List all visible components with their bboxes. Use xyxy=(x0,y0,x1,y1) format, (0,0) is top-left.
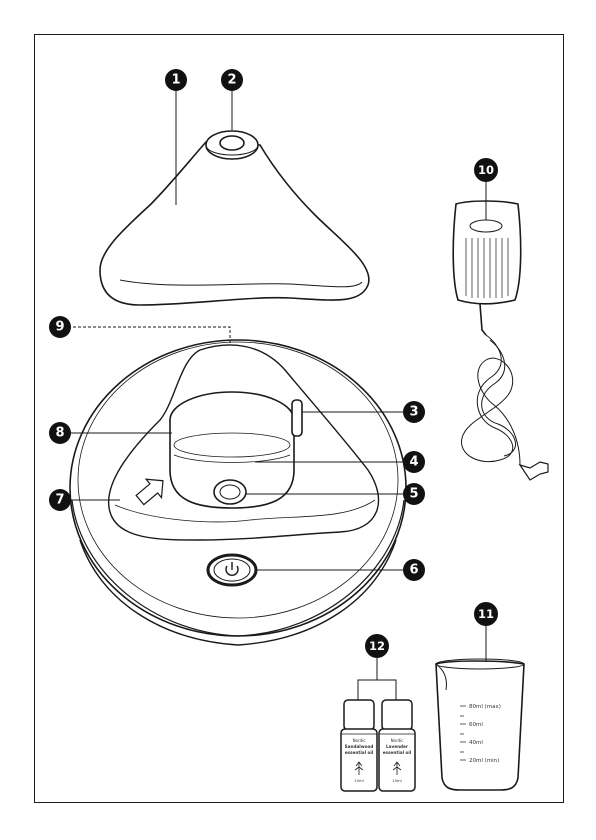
svg-text:4: 4 xyxy=(409,455,418,470)
power-adapter xyxy=(453,201,548,480)
callout-5: 5 xyxy=(403,483,425,505)
bottle-right-name1: Lavender xyxy=(386,744,409,749)
callout-9: 9 xyxy=(49,316,71,338)
cup-mark-max: 80ml (max) xyxy=(469,704,501,710)
diffuser-lid xyxy=(100,131,369,305)
svg-text:9: 9 xyxy=(55,320,64,335)
bottle-left-volume: 10ml xyxy=(354,778,364,783)
diffuser-base xyxy=(70,340,406,645)
bottle-left-name2: essential oil xyxy=(345,750,374,755)
bottle-left-brand: Nordic xyxy=(353,738,366,743)
callout-11: 11 xyxy=(474,602,498,626)
bottle-right-brand: Nordic xyxy=(391,738,404,743)
svg-text:5: 5 xyxy=(409,487,418,502)
callout-10: 10 xyxy=(474,158,498,182)
svg-text:8: 8 xyxy=(55,426,64,441)
callout-6: 6 xyxy=(403,559,425,581)
callout-7: 7 xyxy=(49,489,71,511)
bottle-left-name1: Sandalwood xyxy=(345,744,374,749)
svg-text:1: 1 xyxy=(171,73,180,88)
callout-1: 1 xyxy=(165,69,187,91)
cup-mark-min: 20ml (min) xyxy=(469,758,499,764)
bottle-right-volume: 10ml xyxy=(392,778,402,783)
bottle-right-name2: essential oil xyxy=(383,750,412,755)
measuring-cup: 80ml (max) 60ml 40ml 20ml (min) xyxy=(436,659,524,790)
svg-text:7: 7 xyxy=(55,493,64,508)
svg-text:6: 6 xyxy=(409,563,418,578)
callout-12: 12 xyxy=(365,634,389,658)
svg-text:2: 2 xyxy=(227,73,236,88)
callout-8: 8 xyxy=(49,422,71,444)
callout-4: 4 xyxy=(403,451,425,473)
cup-mark-60: 60ml xyxy=(469,722,483,728)
power-button[interactable] xyxy=(208,555,256,585)
svg-text:3: 3 xyxy=(409,405,418,420)
svg-text:12: 12 xyxy=(369,639,385,653)
cup-mark-40: 40ml xyxy=(469,740,483,746)
svg-text:10: 10 xyxy=(478,163,494,177)
svg-text:11: 11 xyxy=(478,607,494,621)
callout-3: 3 xyxy=(403,401,425,423)
callout-2: 2 xyxy=(221,69,243,91)
essential-oil-bottles: Nordic Sandalwood essential oil 10ml Nor… xyxy=(341,700,415,791)
